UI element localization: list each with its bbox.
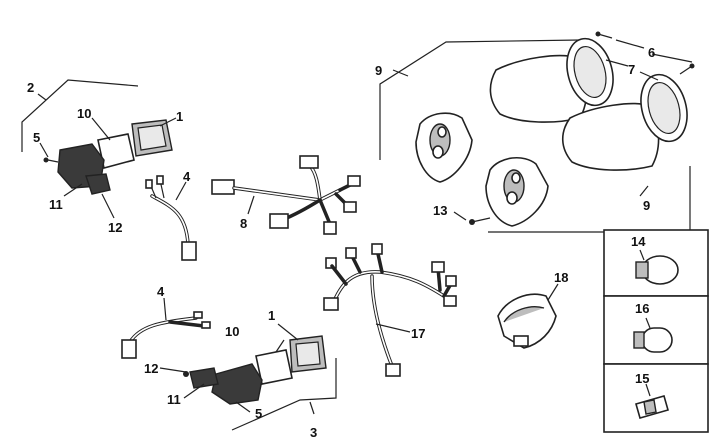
lens-housing-1-bottom <box>289 335 327 373</box>
leader-2 <box>37 93 47 101</box>
screw-5-top <box>47 159 59 163</box>
leader-12-top <box>101 193 115 219</box>
leader-4-top <box>175 181 187 201</box>
callout-13: 13 <box>433 203 447 218</box>
callout-12-bottom: 12 <box>144 361 158 376</box>
callout-9-bottom: 9 <box>643 198 650 213</box>
connector-harness-4-top <box>145 175 197 261</box>
headlight-bracket-upper <box>415 112 473 183</box>
bracket-line-3 <box>231 358 337 431</box>
trim-ring-7-lower <box>640 73 688 143</box>
bracket-line-9-top <box>379 39 581 160</box>
leader-5-top <box>39 142 49 158</box>
leader-1-top <box>159 117 177 127</box>
bulb-16 <box>633 317 673 353</box>
callout-10-top: 10 <box>77 106 91 121</box>
leader-18 <box>547 283 559 301</box>
screw-5-bottom <box>183 371 189 377</box>
leader-11-bottom <box>183 383 205 399</box>
connector-plug-bottom <box>121 339 137 359</box>
callout-17: 17 <box>411 326 425 341</box>
callout-labels: 2 10 1 5 4 11 12 8 9 6 7 9 13 14 18 16 1… <box>27 45 655 440</box>
headlight-bucket-lower <box>561 102 660 171</box>
leader-11-top <box>63 183 83 197</box>
tail-lamp-18 <box>497 283 559 349</box>
callout-2: 2 <box>27 80 34 95</box>
leader-6b <box>651 53 693 63</box>
bulb-15 <box>635 383 669 419</box>
connector-plug-top <box>181 241 197 261</box>
callout-5-top: 5 <box>33 130 40 145</box>
callout-4-top: 4 <box>183 169 191 184</box>
callout-5-bottom: 5 <box>255 406 262 421</box>
callout-18: 18 <box>554 270 568 285</box>
leader-7b <box>639 71 659 81</box>
leader-1-bottom <box>277 323 299 341</box>
callout-12-top: 12 <box>108 220 122 235</box>
mount-bracket-12-bottom <box>189 367 219 389</box>
leader-5-bottom <box>235 401 251 413</box>
rear-left-turn-signal-assembly <box>159 323 337 431</box>
bulb-box-stack <box>603 229 709 433</box>
leader-12-bottom <box>159 367 187 373</box>
screw-13 <box>471 217 491 223</box>
callout-11-top: 11 <box>49 197 63 212</box>
callout-8: 8 <box>240 216 247 231</box>
signal-body-bottom <box>211 363 263 405</box>
leader-17 <box>375 323 411 333</box>
leader-9-bottom <box>639 185 649 197</box>
headlight-assembly <box>379 31 695 233</box>
leader-6a <box>615 39 645 49</box>
callout-4-bottom: 4 <box>157 284 165 299</box>
trim-ring-7-upper <box>566 37 614 107</box>
bracket-line-2 <box>21 79 139 152</box>
callout-9-top: 9 <box>375 63 382 78</box>
leader-10-bottom <box>275 339 285 353</box>
callout-16: 16 <box>635 301 649 316</box>
leader-3 <box>309 401 315 415</box>
leader-9-top <box>392 69 409 77</box>
leader-13 <box>453 211 467 221</box>
callout-3: 3 <box>310 425 317 440</box>
callout-1-top: 1 <box>176 109 183 124</box>
callout-14: 14 <box>631 234 646 249</box>
callout-6: 6 <box>648 45 655 60</box>
connector-harness-4-bottom <box>121 297 211 359</box>
bulb-14 <box>635 249 679 285</box>
harness-plug-8 <box>211 179 235 195</box>
headlight-bracket-lower <box>485 157 549 227</box>
callout-11-bottom: 11 <box>167 392 181 407</box>
callout-1-bottom: 1 <box>268 308 275 323</box>
leader-8 <box>247 195 255 215</box>
callout-10-bottom: 10 <box>225 324 239 339</box>
callout-15: 15 <box>635 371 649 386</box>
mount-bracket-12-top <box>85 173 111 195</box>
leader-4-bottom <box>163 297 167 321</box>
callout-7: 7 <box>628 62 635 77</box>
leader-10-top <box>91 117 111 141</box>
leader-7a <box>605 59 629 67</box>
front-left-turn-signal-assembly <box>21 79 177 219</box>
lens-housing-1-top <box>131 119 173 157</box>
wiring-harness-8 <box>211 155 361 235</box>
wiring-harness-17 <box>323 243 457 377</box>
